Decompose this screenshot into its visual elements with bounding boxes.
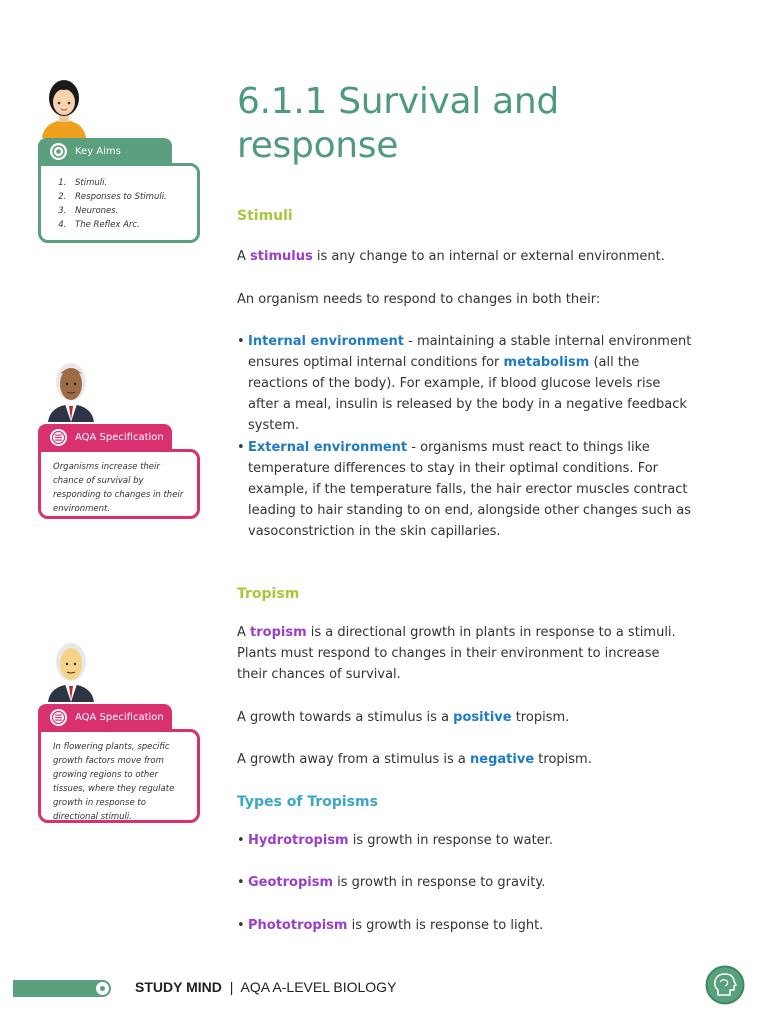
tropism-definition: A tropism is a directional growth in pla… xyxy=(237,622,692,685)
text: (all the reactions of the body). For exa… xyxy=(248,355,687,433)
text: A growth away from a stimulus is a xyxy=(237,752,471,767)
positive-tropism: A growth towards a stimulus is a positiv… xyxy=(237,707,692,728)
footer-course: AQA A-LEVEL BIOLOGY xyxy=(240,979,397,995)
keyword-phototropism: Phototropism xyxy=(248,918,348,933)
text: is a directional growth in plants in res… xyxy=(237,625,676,682)
text: is any change to an internal or external… xyxy=(312,249,665,264)
tropism-heading: Tropism xyxy=(237,586,300,602)
negative-tropism: A growth away from a stimulus is a negat… xyxy=(237,749,692,770)
bullet-dot: • xyxy=(237,440,245,455)
keyword-geotropism: Geotropism xyxy=(248,875,334,890)
spec2-tab: AQA Specification xyxy=(38,704,172,730)
footer-text: STUDY MIND | AQA A-LEVEL BIOLOGY xyxy=(135,979,396,995)
text: is growth in response to gravity. xyxy=(333,875,546,890)
text: is growth in response to water. xyxy=(348,833,553,848)
keyword-hydrotropism: Hydrotropism xyxy=(248,833,349,848)
professor-avatar-icon xyxy=(48,643,94,702)
spec2-text: In flowering plants, specific growth fac… xyxy=(53,742,175,822)
bullet-dot: • xyxy=(237,875,245,890)
keyword-internal-environment: Internal environment xyxy=(248,334,404,349)
list-icon xyxy=(50,708,67,726)
footer-dot-icon xyxy=(94,980,111,997)
list-item: Neurones. xyxy=(69,204,197,218)
types-heading: Types of Tropisms xyxy=(237,794,378,810)
spec1-tab: AQA Specification xyxy=(38,424,172,450)
text: is growth is response to light. xyxy=(347,918,544,933)
spec2-box: In flowering plants, specific growth fac… xyxy=(38,729,200,823)
teacher-avatar-icon xyxy=(48,363,94,422)
keyword-metabolism: metabolism xyxy=(503,355,590,370)
spec1-box: Organisms increase their chance of survi… xyxy=(38,449,200,519)
keyword-stimulus: stimulus xyxy=(250,249,313,264)
key-aims-box: Stimuli. Responses to Stimuli. Neurones.… xyxy=(38,163,200,243)
key-aims-list: Stimuli. Responses to Stimuli. Neurones.… xyxy=(41,176,197,232)
hydrotropism-item: Hydrotropism is growth in response to wa… xyxy=(248,830,693,851)
footer-separator: | xyxy=(229,979,234,995)
footer-bar xyxy=(13,980,101,997)
list-item: The Reflex Arc. xyxy=(69,218,197,232)
phototropism-item: Phototropism is growth is response to li… xyxy=(248,915,693,936)
stimuli-heading: Stimuli xyxy=(237,208,293,224)
spec1-label: AQA Specification xyxy=(75,431,164,443)
page-title: 6.1.1 Survival and response xyxy=(237,81,559,166)
key-aims-tab: Key Aims xyxy=(38,138,172,164)
brain-head-logo-icon xyxy=(705,965,745,1005)
internal-environment-bullet: Internal environment - maintaining a sta… xyxy=(248,331,693,436)
student-avatar-icon xyxy=(42,80,86,138)
stimuli-intro: An organism needs to respond to changes … xyxy=(237,292,601,307)
list-item: Stimuli. xyxy=(69,176,197,190)
keyword-external-environment: External environment xyxy=(248,440,408,455)
bullet-dot: • xyxy=(237,918,245,933)
text: - maintaining a stable internal environm… xyxy=(248,334,692,370)
bullet-dot: • xyxy=(237,833,245,848)
stimulus-definition: A stimulus is any change to an internal … xyxy=(237,246,692,267)
text: A xyxy=(237,249,251,264)
text: A growth towards a stimulus is a xyxy=(237,710,454,725)
keyword-negative: negative xyxy=(470,752,535,767)
target-icon xyxy=(50,142,67,160)
text: A xyxy=(237,625,251,640)
key-aims-label: Key Aims xyxy=(75,145,121,157)
text: tropism. xyxy=(534,752,592,767)
footer-brand: STUDY MIND xyxy=(135,979,222,995)
list-item: Responses to Stimuli. xyxy=(69,190,197,204)
geotropism-item: Geotropism is growth in response to grav… xyxy=(248,872,693,893)
text: tropism. xyxy=(511,710,570,725)
spec1-text: Organisms increase their chance of survi… xyxy=(53,462,184,514)
spec2-label: AQA Specification xyxy=(75,711,164,723)
text: - organisms must react to things like te… xyxy=(248,440,691,539)
keyword-tropism: tropism xyxy=(250,625,307,640)
bullet-dot: • xyxy=(237,334,245,349)
list-icon xyxy=(50,428,67,446)
keyword-positive: positive xyxy=(453,710,512,725)
external-environment-bullet: External environment - organisms must re… xyxy=(248,437,693,542)
